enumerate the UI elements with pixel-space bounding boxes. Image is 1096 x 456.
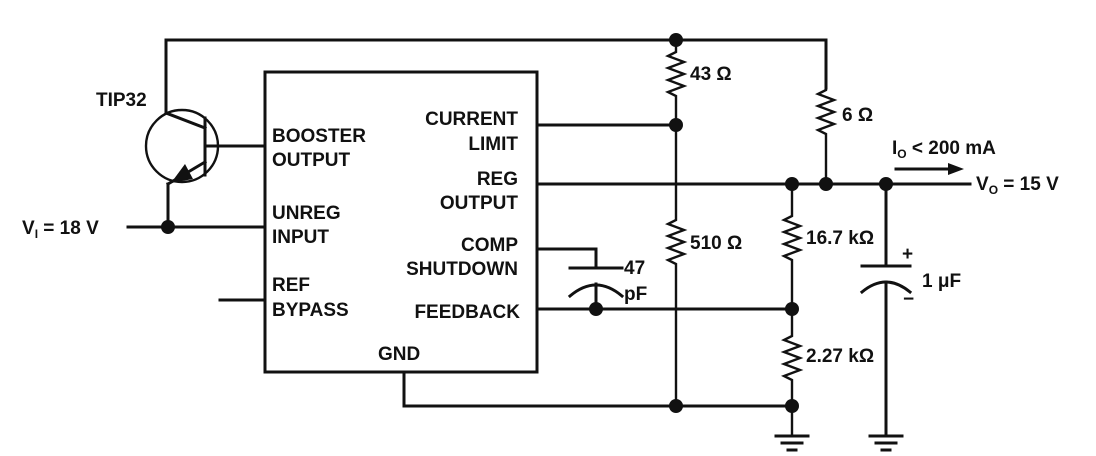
top-rail-wire — [164, 38, 828, 115]
junction-dot-top-rail — [669, 33, 683, 47]
resistor-2k27 — [780, 308, 804, 436]
pin-unreg-label: UNREG — [272, 203, 341, 224]
comp-wire — [535, 247, 598, 270]
junction-dot-sense — [819, 177, 833, 191]
resistor-510-ohm — [664, 125, 688, 406]
junction-dot-gnd-divider — [785, 399, 799, 413]
resistor-43-ohm — [664, 40, 688, 124]
output-current-arrow-head — [948, 163, 964, 175]
transistor-label: TIP32 — [96, 90, 147, 111]
output-voltage-label: VO = 15 V — [976, 174, 1059, 197]
resistor-510-ohm-label: 510 Ω — [690, 233, 742, 254]
pin-feedback-label: FEEDBACK — [414, 302, 520, 323]
junction-dot-output-cap — [879, 177, 893, 191]
capacitor-1uf-minus: − — [903, 289, 914, 310]
pin-gnd-label: GND — [378, 344, 420, 365]
pin-reg-label: REG — [477, 169, 518, 190]
resistor-2k27-label: 2.27 kΩ — [806, 346, 874, 367]
resistor-6-ohm-label: 6 Ω — [842, 105, 873, 126]
junction-dot-divider-top — [785, 177, 799, 191]
pin-comp-shutdown-label: SHUTDOWN — [406, 259, 518, 280]
pin-ref-bypass-label: BYPASS — [272, 300, 349, 321]
capacitor-47pf-unit: pF — [624, 284, 647, 305]
output-current-label: IO < 200 mA — [892, 138, 996, 161]
pin-booster-label: BOOSTER — [272, 126, 366, 147]
junction-dot-feedback-divider — [785, 302, 799, 316]
pin-current-limit-label: LIMIT — [468, 134, 518, 155]
resistor-6-ohm — [814, 88, 838, 184]
pin-ref-label: REF — [272, 275, 310, 296]
resistor-43-ohm-label: 43 Ω — [690, 64, 732, 85]
input-voltage-label: VI = 18 V — [22, 218, 99, 241]
transistor-collector — [164, 111, 207, 130]
pin-current-label: CURRENT — [425, 109, 518, 130]
gnd-rail-wire — [402, 370, 794, 408]
capacitor-47pf-value: 47 — [624, 258, 645, 279]
pin-comp-label: COMP — [461, 235, 518, 256]
junction-dot-input — [161, 220, 175, 234]
regulator-ic-body — [263, 70, 539, 374]
junction-dot-gnd-510 — [669, 399, 683, 413]
junction-dot-current-limit — [669, 118, 683, 132]
pin-unreg-input-label: INPUT — [272, 227, 329, 248]
junction-dot-feedback-cap — [589, 302, 603, 316]
capacitor-1uf-label: 1 μF — [922, 271, 961, 292]
ground-symbol-right — [868, 434, 904, 452]
capacitor-1uf-plus: + — [902, 244, 913, 265]
pin-booster-output-label: OUTPUT — [272, 150, 351, 171]
pin-reg-output-label: OUTPUT — [440, 193, 519, 214]
transistor-emitter-arrow — [171, 164, 193, 183]
ground-symbol-left — [774, 434, 810, 452]
resistor-16k7 — [780, 184, 804, 308]
resistor-16k7-label: 16.7 kΩ — [806, 228, 874, 249]
